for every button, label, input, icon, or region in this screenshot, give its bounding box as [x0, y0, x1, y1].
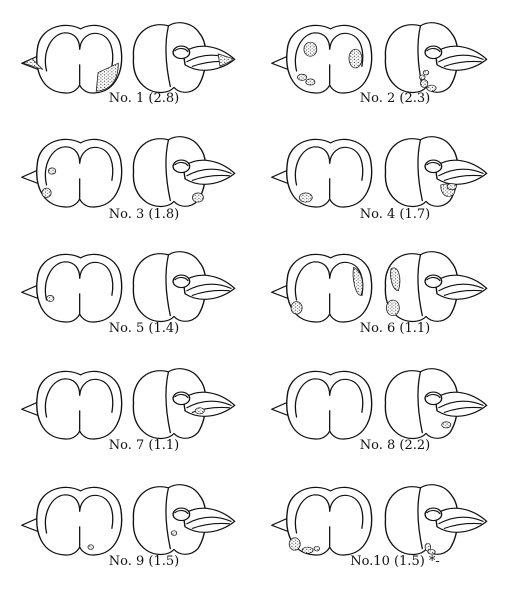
coronal-view	[22, 254, 122, 322]
specimen-panel: No. 1 (2.8)	[22, 23, 235, 106]
specimen-panel: No. 9 (1.5)	[22, 485, 235, 569]
specimen-panel: No.10 (1.5) *-	[272, 485, 487, 569]
specimen-caption: No. 9 (1.5)	[109, 554, 179, 569]
lesion-spot	[48, 168, 55, 174]
optic-knob	[173, 508, 190, 520]
lateral-view	[385, 369, 486, 439]
lesion-spot	[47, 295, 54, 301]
lateral-view	[385, 137, 486, 207]
specimen-caption: No. 6 (1.1)	[360, 321, 430, 336]
optic-knob	[173, 46, 190, 58]
specimen-caption: No. 1 (2.8)	[109, 91, 179, 106]
optic-knob	[425, 508, 442, 520]
coronal-view	[22, 25, 122, 93]
specimen-caption: No. 5 (1.4)	[109, 321, 179, 336]
optic-knob	[425, 392, 442, 404]
lateral-view	[133, 252, 234, 322]
lesion-spot	[42, 188, 51, 197]
specimen-panel: No. 3 (1.8)	[22, 137, 235, 222]
specimen-panel: No. 6 (1.1)	[272, 252, 487, 336]
lesion-spot	[447, 183, 456, 189]
optic-knob	[173, 275, 190, 287]
lateral-view	[133, 23, 234, 93]
specimen-caption: No. 2 (2.3)	[360, 91, 430, 106]
coronal-view	[272, 487, 372, 555]
lesion-spot	[442, 422, 451, 428]
coronal-view	[272, 25, 372, 93]
lesion-spot	[291, 302, 302, 314]
specimen-panel: No. 2 (2.3)	[272, 23, 487, 106]
lesion-spot	[88, 545, 94, 550]
optic-knob	[173, 160, 190, 172]
coronal-view	[272, 254, 372, 322]
specimen-caption: No. 7 (1.1)	[109, 438, 179, 453]
lesion-spot	[297, 74, 306, 80]
lateral-view	[385, 23, 486, 93]
optic-knob	[173, 392, 190, 404]
lateral-view	[385, 252, 486, 322]
specimen-panel: No. 7 (1.1)	[22, 369, 235, 453]
lesion-spot	[171, 531, 177, 536]
optic-knob	[425, 46, 442, 58]
lesion-spot	[195, 408, 204, 414]
specimen-panel: No. 5 (1.4)	[22, 252, 235, 336]
lesion-spot	[386, 300, 399, 316]
specimen-caption: No. 8 (2.2)	[360, 438, 430, 453]
lesion-spot	[289, 538, 300, 550]
specimen-caption: No. 3 (1.8)	[109, 207, 179, 222]
specimen-caption: No. 4 (1.7)	[360, 207, 430, 222]
lateral-view	[385, 485, 486, 555]
lesion-spot	[349, 49, 362, 68]
coronal-view	[22, 487, 122, 555]
lesion-spot	[420, 75, 426, 80]
lesion-spot	[302, 547, 313, 553]
coronal-view	[272, 139, 372, 207]
lateral-view	[133, 369, 234, 439]
lateral-view	[133, 137, 234, 207]
lesion-spot	[420, 80, 427, 88]
specimen-panel: No. 8 (2.2)	[272, 369, 487, 453]
specimen-panel: No. 4 (1.7)	[272, 137, 487, 222]
lesion-spot	[314, 546, 320, 551]
optic-knob	[425, 160, 442, 172]
coronal-view	[22, 371, 122, 439]
lesion-spot	[306, 79, 315, 85]
coronal-view	[272, 371, 372, 439]
lesion-spot	[423, 70, 429, 75]
coronal-view	[22, 139, 122, 207]
lesion-spot	[192, 193, 203, 202]
lesion-spot	[299, 193, 312, 202]
specimen-caption: No.10 (1.5) *-	[350, 554, 440, 569]
lesion-spot	[304, 42, 317, 56]
lateral-view	[133, 485, 234, 555]
optic-knob	[425, 275, 442, 287]
